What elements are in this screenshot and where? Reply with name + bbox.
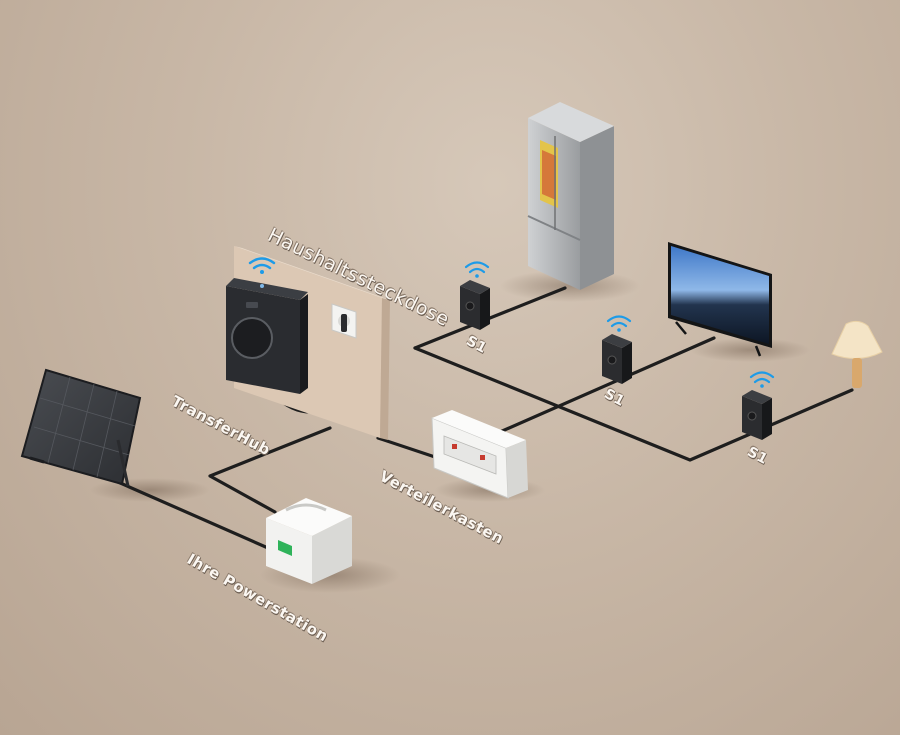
smart-plug-icon [742,390,772,440]
cable-wall-to-distribution [376,436,440,460]
transfer-hub-icon [226,278,308,394]
wifi-icon [606,315,632,332]
wifi-icon [248,257,276,274]
wifi-icon [749,371,775,388]
cable-hub-to-powerstation [208,426,332,514]
powerstation-icon [266,498,352,584]
wall-socket-icon [331,303,357,339]
cable-solar-to-powerstation [116,480,270,550]
cable-bus-line-2 [413,346,854,462]
fridge-icon [527,102,614,290]
lamp-icon [831,320,883,388]
smart-plug-icon [460,280,490,330]
smart-plug-icon [602,334,632,384]
tv-icon [668,242,772,357]
solar-panel-icon [20,368,142,487]
wifi-icon [464,261,490,278]
distribution-box-icon [431,410,528,499]
cable-distribution-to-tv-line [498,336,716,434]
